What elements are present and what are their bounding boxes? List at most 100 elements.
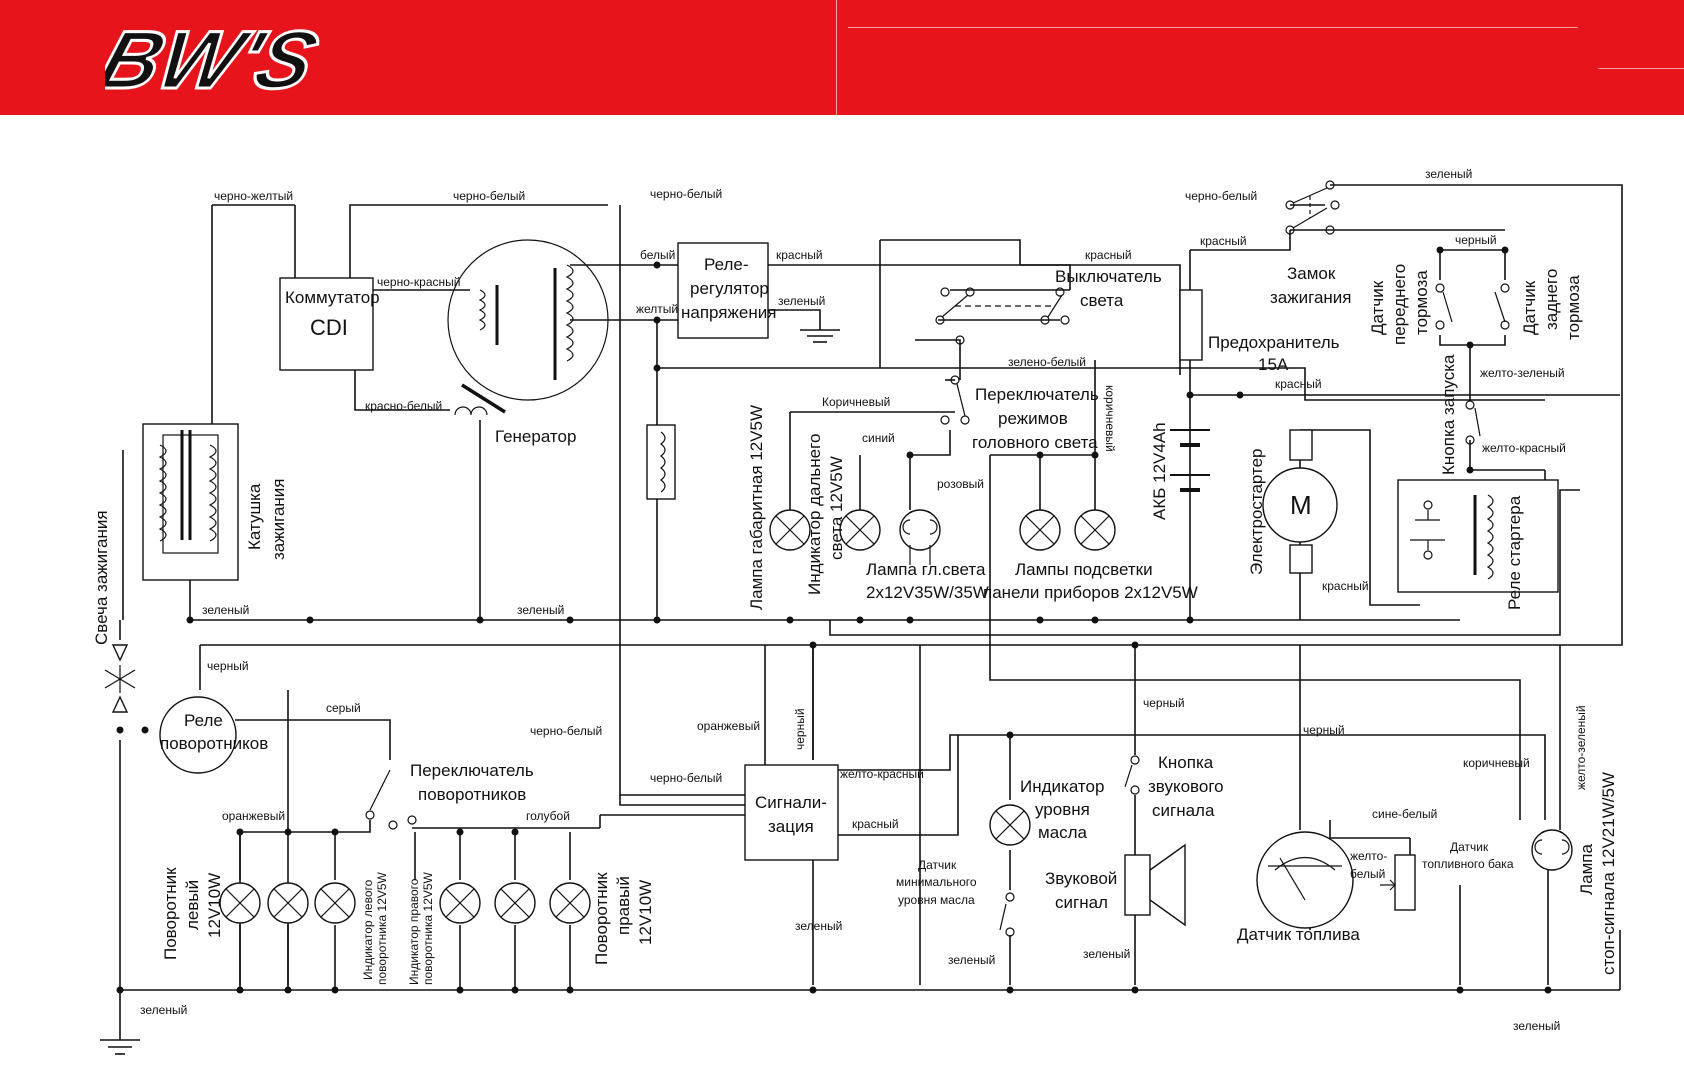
high-beam-line2: света 12V5W: [827, 456, 846, 560]
oil-ind-line1: Индикатор: [1020, 777, 1104, 796]
wire-label: красный: [852, 817, 899, 831]
resistor-coil: [646, 424, 676, 500]
wire-label: черно-желтый: [214, 189, 293, 203]
wire-label: желтый: [636, 302, 678, 316]
wire-label: черный: [207, 659, 249, 673]
fuse-line1: Предохранитель: [1208, 333, 1340, 352]
coil-line2: зажигания: [269, 479, 288, 561]
spark-plug-label: Свеча зажигания: [92, 510, 111, 645]
turn-left-line1: Поворотник: [161, 867, 180, 960]
cdi-label: Коммутатор: [285, 288, 380, 307]
wire-label: зеленый: [948, 953, 995, 967]
oil-ind-line3: масла: [1038, 823, 1088, 842]
wire-label: желто-красный: [1482, 441, 1566, 455]
turn-lamps: Поворотник левый 12V10W Индикатор левого…: [161, 867, 655, 985]
wire-label: красный: [1085, 248, 1132, 262]
brake-lamp-line2: стоп-сигнала 12V21W/5W: [1599, 772, 1618, 975]
spark-plug: Свеча зажигания: [92, 510, 136, 713]
brand-logo: BW'S: [105, 22, 330, 102]
rear-brake-line2: заднего: [1542, 269, 1561, 330]
oil-indicator: Индикатор уровня масла: [989, 777, 1104, 846]
header-rule-short: [1598, 68, 1684, 69]
regulator-line2: регулятор: [690, 279, 769, 298]
left-ind-line2: поворотника 12V5W: [375, 871, 389, 985]
turn-switch-line2: поворотников: [418, 785, 526, 804]
junctions: [116, 246, 1552, 994]
horn-button-line2: звукового: [1148, 777, 1224, 796]
wire-label: черный: [793, 708, 807, 750]
wire-labels: черно-желтый черно-белый черно-белый чер…: [140, 167, 1588, 1033]
brake-lamp: Лампа стоп-сигнала 12V21W/5W: [1531, 772, 1618, 975]
turn-left-line3: 12V10W: [205, 873, 224, 938]
turn-left-line2: левый: [183, 880, 202, 930]
wire-label: коричневый: [1103, 385, 1117, 452]
wire-label: желто-красный: [840, 767, 924, 781]
starter-relay-label: Реле стартера: [1505, 495, 1524, 610]
oil-ind-line2: уровня: [1035, 800, 1090, 819]
wire-label: сине-белый: [1372, 807, 1437, 821]
horn-button: Кнопка звукового сигнала: [1124, 753, 1224, 820]
fuel-sensor-line2: топливного бака: [1422, 857, 1514, 871]
right-ind-line2: поворотника 12V5W: [421, 871, 435, 985]
wire-label: черно-белый: [453, 189, 525, 203]
start-button-label: Кнопка запуска: [1439, 354, 1458, 475]
wire-label: зеленый: [795, 919, 842, 933]
wire-label: коричневый: [1463, 756, 1530, 770]
light-switch-line2: света: [1080, 291, 1124, 310]
wire-label: черный: [1143, 696, 1185, 710]
header-rule: [848, 27, 1578, 28]
alarm-line2: зация: [768, 817, 814, 836]
wire-label: оранжевый: [222, 809, 285, 823]
light-switch: Выключатель света: [935, 267, 1162, 345]
parking-lamp-label: Лампа габаритная 12V5W: [747, 405, 766, 610]
generator: Генератор: [447, 239, 609, 446]
high-beam-line1: Индикатор дальнего: [805, 434, 824, 595]
high-beam-indicator: Индикатор дальнего света 12V5W: [805, 434, 881, 595]
horn-line2: сигнал: [1055, 893, 1108, 912]
wire-label: черно-белый: [530, 724, 602, 738]
oil-sensor-line2: минимального: [896, 875, 977, 889]
wire-label: белый: [640, 248, 675, 262]
wire-label: оранжевый: [697, 719, 760, 733]
wire-label: синий: [862, 431, 895, 445]
head-lamp-line1: Лампа гл.света: [866, 560, 986, 579]
brake-lamp-line1: Лампа: [1577, 843, 1596, 895]
turn-right-line1: Поворотник: [592, 872, 611, 965]
wire-label: черно-белый: [650, 187, 722, 201]
alarm-line1: Сигнали-: [755, 793, 827, 812]
regulator-line3: напряжения: [681, 303, 776, 322]
wire-label: черный: [1455, 233, 1497, 247]
generator-label: Генератор: [495, 427, 576, 446]
ignition-lock: Замок зажигания: [1270, 180, 1352, 307]
wires: [119, 184, 1623, 1040]
logo-text: BW'S: [105, 22, 328, 102]
oil-sensor-line1: Датчик: [918, 858, 957, 872]
motor-letter: M: [1290, 490, 1312, 520]
wire-label: Коричневый: [822, 395, 890, 409]
oil-sensor: Датчик минимального уровня масла: [896, 858, 1015, 937]
fuel-sensor: Датчик топливного бака: [1380, 840, 1514, 911]
parking-lamp: Лампа габаритная 12V5W: [747, 405, 811, 610]
horn: Звуковой сигнал: [1045, 843, 1186, 927]
wire-label: черно-белый: [650, 771, 722, 785]
horn-line1: Звуковой: [1045, 869, 1117, 888]
wire-label: черно-белый: [1185, 189, 1257, 203]
wire-label: зеленый: [778, 294, 825, 308]
battery: АКБ 12V4Ah: [1150, 422, 1210, 520]
wire-label: красный: [1275, 377, 1322, 391]
fuel-gauge: Датчик топлива: [1237, 831, 1360, 944]
battery-label: АКБ 12V4Ah: [1150, 422, 1169, 520]
front-brake-line3: тормоза: [1412, 270, 1431, 335]
wire-label: желто-зеленый: [1480, 366, 1565, 380]
wire-label: черно-красный: [377, 275, 460, 289]
turn-right-line2: правый: [614, 876, 633, 935]
turn-right-line3: 12V10W: [636, 880, 655, 945]
wire-label: красный: [1322, 579, 1369, 593]
wire-label: серый: [326, 701, 361, 715]
turn-switch-line1: Переключатель: [410, 761, 534, 780]
ignition-lock-line2: зажигания: [1270, 288, 1352, 307]
starter-motor: M Электростартер: [1247, 429, 1338, 575]
ignition-lock-line1: Замок: [1287, 264, 1336, 283]
fuse-line2: 15A: [1258, 355, 1289, 374]
